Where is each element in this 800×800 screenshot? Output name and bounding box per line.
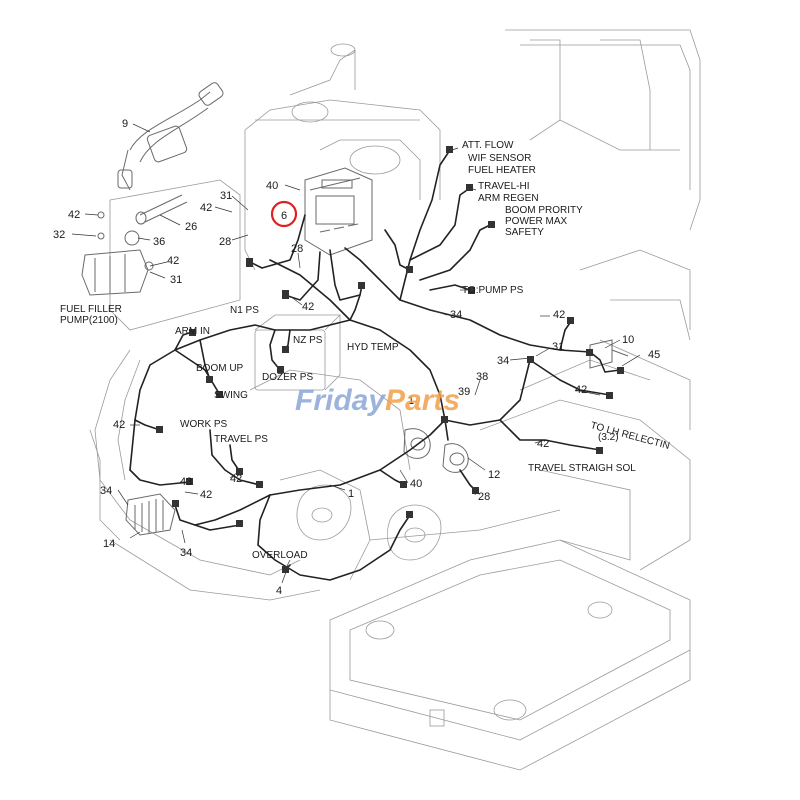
label-wif-sensor: WIF SENSOR (468, 153, 531, 164)
part-number: 28 (219, 236, 231, 248)
label-overload: OVERLOAD (252, 550, 308, 561)
label-power-max: POWER MAX (505, 216, 568, 227)
part-number: 43 (180, 476, 192, 488)
label-safety: SAFETY (505, 227, 544, 238)
part-number: 31 (170, 274, 182, 286)
part-number: 9 (122, 118, 128, 130)
connectors (156, 146, 624, 573)
label-boom-priority: BOOM PRORITY (505, 205, 583, 216)
label-n1-ps: N1 PS (230, 305, 259, 316)
label-arm-regen: ARM REGEN (478, 193, 539, 204)
watermark-part1: Friday (295, 384, 386, 417)
part-number: 34 (180, 547, 192, 559)
label-nz-ps: NZ PS (293, 335, 323, 346)
label-fuel-filler-pump-1: FUEL FILLER (60, 304, 122, 315)
part-number: 39 (458, 386, 470, 398)
part-number: 10 (622, 334, 634, 346)
part-number: 31 (220, 190, 232, 202)
label-travel-straigh-sol: TRAVEL STRAIGH SOL (528, 463, 636, 474)
label-fuel-filler-pump-2: PUMP(2100) (60, 315, 118, 326)
part-number: 34 (100, 485, 112, 497)
part-number: 34 (497, 355, 509, 367)
part-number: 1 (348, 488, 354, 500)
label-fuel-heater: FUEL HEATER (468, 165, 536, 176)
svg-text:FridayParts: FridayParts (295, 384, 460, 417)
part-number: 36 (153, 236, 165, 248)
label-dozer-ps: DOZER PS (262, 372, 313, 383)
part-number: 42 (200, 489, 212, 501)
part-number: 42 (553, 309, 565, 321)
part-number: 34 (450, 309, 462, 321)
label-arm-in: ARM IN (175, 326, 210, 337)
part-number: 28 (478, 491, 490, 503)
part-number: 26 (185, 221, 197, 233)
part-number: 1 (408, 395, 414, 407)
pressure-switch-components (125, 339, 629, 536)
label-att-flow: ATT. FLOW (462, 140, 514, 151)
watermark-part2: Parts (385, 384, 460, 417)
part-number: 32 (53, 229, 65, 241)
label-travel-hi: TRAVEL-HI (478, 181, 530, 192)
label-work-ps: WORK PS (180, 419, 228, 430)
part-number: 12 (488, 469, 500, 481)
part-number: 42 (113, 419, 125, 431)
part-numbers: 9 31 42 40 6 42 32 26 36 42 31 28 28 42 … (53, 118, 660, 597)
part-number: 38 (476, 371, 488, 383)
part-number: 45 (648, 349, 660, 361)
part-number: 42 (167, 255, 179, 267)
part-number: 42 (302, 301, 314, 313)
leader-lines (71, 123, 641, 584)
part-number: 42 (68, 209, 80, 221)
part-number: 14 (103, 538, 115, 550)
highlight-circle (270, 200, 298, 228)
part-number: 31 (552, 341, 564, 353)
watermark-logo: FridayParts (295, 384, 460, 417)
ecu-controller (304, 167, 373, 256)
part-number: 42 (230, 473, 242, 485)
part-number: 42 (575, 384, 587, 396)
label-boom-up: BOOM UP (196, 363, 244, 374)
part-number: 40 (266, 180, 278, 192)
part-number: 40 (410, 478, 422, 490)
label-to-pump-ps: TO:PUMP PS (462, 285, 524, 296)
label-hyd-temp: HYD TEMP (347, 342, 399, 353)
fuel-filler-assembly (81, 82, 224, 296)
label-swing: SWING (214, 390, 248, 401)
part-number: 42 (537, 438, 549, 450)
part-number: 28 (291, 243, 303, 255)
callout-labels: ATT. FLOW WIF SENSOR FUEL HEATER TRAVEL-… (60, 140, 671, 561)
part-number: 42 (200, 202, 212, 214)
part-number: 6 (281, 210, 287, 222)
label-to-lh-relectin-2: (3.2) (598, 432, 619, 443)
label-travel-ps: TRAVEL PS (214, 434, 268, 445)
part-number: 4 (276, 585, 282, 597)
